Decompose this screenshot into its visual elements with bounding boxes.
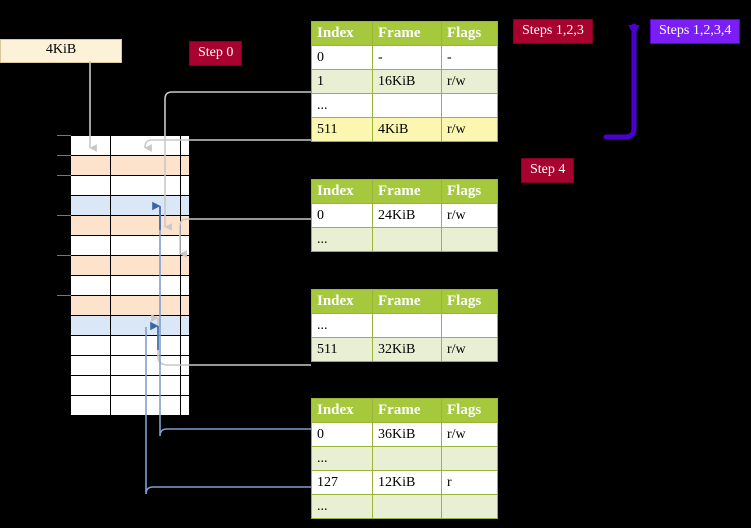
- table-cell: r/w: [441, 337, 498, 362]
- table-cell: 511: [311, 117, 373, 142]
- table-cell: [372, 313, 442, 338]
- table-cell: 4KiB: [372, 117, 442, 142]
- memory-frame-row: [70, 315, 190, 336]
- badge-step-4: Step 4: [521, 158, 575, 183]
- table-row: ...: [311, 93, 498, 118]
- physical-memory-column: [70, 135, 190, 416]
- table-header-frame: Frame: [372, 289, 442, 314]
- table-cell: r/w: [441, 69, 498, 94]
- table-row: ...: [311, 446, 498, 471]
- memory-frame-row: [70, 295, 190, 316]
- table-cell: -: [441, 45, 498, 70]
- table-cell: ...: [311, 313, 373, 338]
- memory-frame-row: [70, 375, 190, 396]
- table-header-frame: Frame: [372, 21, 442, 46]
- table-row: ...: [311, 227, 498, 252]
- table-header-flags: Flags: [441, 179, 498, 204]
- arrow-steps-loop: [603, 23, 640, 140]
- table-cell: 127: [311, 470, 373, 495]
- table-cell: r/w: [441, 422, 498, 447]
- table-header-frame: Frame: [372, 398, 442, 423]
- table-cell: 1: [311, 69, 373, 94]
- table-cell: ...: [311, 494, 373, 519]
- memory-frame-row: [70, 215, 190, 236]
- table-header-flags: Flags: [441, 398, 498, 423]
- table-cell: 0: [311, 45, 373, 70]
- table-cell: r: [441, 470, 498, 495]
- memory-frame-row: [70, 135, 190, 156]
- memory-frame-row: [70, 275, 190, 296]
- table-cell: [372, 93, 442, 118]
- table-cell: [441, 93, 498, 118]
- table-cell: 0: [311, 203, 373, 228]
- memory-tick: [57, 295, 71, 296]
- table-cell: 24KiB: [372, 203, 442, 228]
- table-cell: ...: [311, 93, 373, 118]
- table-header-index: Index: [311, 289, 373, 314]
- table-cell: ...: [311, 446, 373, 471]
- table-cell: r/w: [441, 117, 498, 142]
- memory-frame-row: [70, 155, 190, 176]
- table-cell: [441, 494, 498, 519]
- table-cell: r/w: [441, 203, 498, 228]
- table-cell: [372, 494, 442, 519]
- table-cell: 32KiB: [372, 337, 442, 362]
- memory-size-label: 4KiB: [0, 39, 122, 63]
- table-header-flags: Flags: [441, 21, 498, 46]
- table-header-index: Index: [311, 21, 373, 46]
- table-cell: 511: [311, 337, 373, 362]
- memory-tick: [57, 175, 71, 176]
- table-row: 0--: [311, 45, 498, 70]
- table-cell: [441, 313, 498, 338]
- memory-frame-row: [70, 195, 190, 216]
- badge-steps-1-2-3-4: Steps 1,2,3,4: [650, 19, 741, 44]
- table-cell: ...: [311, 227, 373, 252]
- table-cell: [441, 227, 498, 252]
- table-cell: 12KiB: [372, 470, 442, 495]
- badge-step-0: Step 0: [189, 41, 243, 66]
- badge-steps-1-2-3: Steps 1,2,3: [513, 19, 593, 44]
- table-row: ...: [311, 313, 498, 338]
- memory-frame-row: [70, 255, 190, 276]
- memory-tick: [57, 255, 71, 256]
- table-cell: [372, 446, 442, 471]
- connector-pdpt-row0-to-memory: [179, 218, 311, 258]
- memory-frame-row: [70, 335, 190, 356]
- memory-frame-row: [70, 235, 190, 256]
- memory-frame-row: [70, 175, 190, 196]
- table-header-index: Index: [311, 398, 373, 423]
- memory-divider-left: [110, 135, 111, 416]
- memory-frame-row: [70, 355, 190, 376]
- table-row: ...: [311, 494, 498, 519]
- table-cell: [441, 446, 498, 471]
- table-header-index: Index: [311, 179, 373, 204]
- table-cell: [372, 227, 442, 252]
- table-cell: 36KiB: [372, 422, 442, 447]
- memory-tick: [57, 135, 71, 136]
- table-header-frame: Frame: [372, 179, 442, 204]
- memory-frame-row: [70, 395, 190, 416]
- table-cell: 16KiB: [372, 69, 442, 94]
- memory-tick: [57, 155, 71, 156]
- table-cell: -: [372, 45, 442, 70]
- memory-tick: [57, 215, 71, 216]
- table-cell: 0: [311, 422, 373, 447]
- memory-divider-right: [180, 135, 181, 416]
- table-header-flags: Flags: [441, 289, 498, 314]
